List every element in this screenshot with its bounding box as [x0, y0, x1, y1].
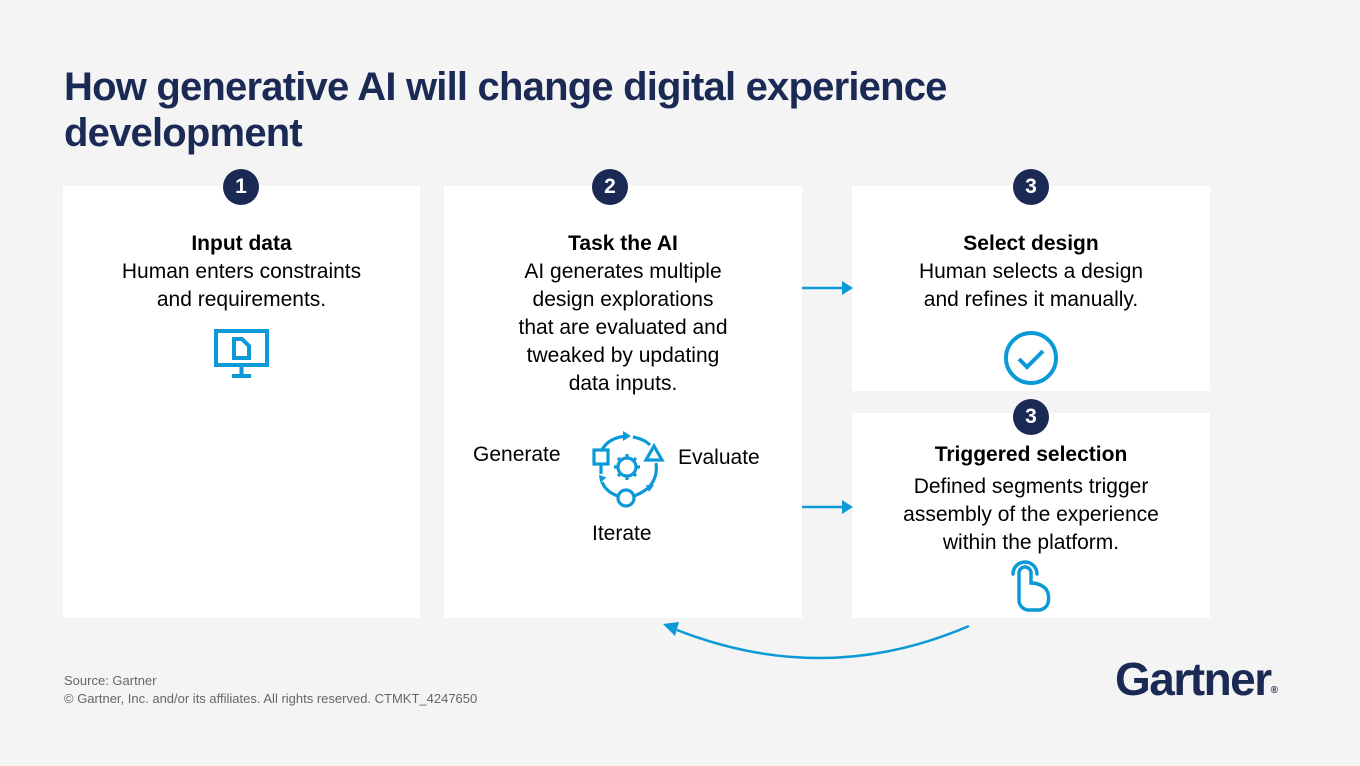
step-3b-desc-line: Defined segments trigger [913, 475, 1149, 498]
logo-text: Gartner [1115, 653, 1272, 705]
step-1-card: Input data Human enters constraints and … [63, 186, 420, 618]
copyright-text: © Gartner, Inc. and/or its affiliates. A… [64, 691, 478, 706]
loop-back-arrow-icon [663, 622, 970, 660]
step-3-triggered-selection-card: Triggered selection Defined segments tri… [852, 413, 1210, 618]
step-3b-title: Triggered selection [934, 443, 1128, 466]
source-text: Source: Gartner [64, 673, 157, 688]
gartner-logo: Gartner® [1115, 652, 1278, 706]
footer: Source: Gartner © Gartner, Inc. and/or i… [64, 672, 477, 708]
step-3a-desc-line: and refines it manually. [923, 288, 1139, 311]
step-2-desc-line: AI generates multiple [524, 260, 722, 283]
step-2-desc-line: data inputs. [568, 372, 678, 395]
step-1-badge: 1 [223, 169, 259, 205]
step-1-desc-line: Human enters constraints [121, 260, 362, 283]
step-3a-title: Select design [963, 232, 1099, 255]
cycle-label-evaluate: Evaluate [678, 446, 760, 469]
step-2-desc-line: that are evaluated and [518, 316, 728, 339]
step-2-card: Task the AI AI generates multiple design… [444, 186, 802, 618]
monitor-document-icon [214, 329, 269, 378]
cycle-label-generate: Generate [473, 443, 561, 466]
arrow-right-icon [802, 500, 853, 514]
cycle-label-iterate: Iterate [592, 522, 652, 545]
step-1-desc-line: and requirements. [156, 288, 327, 311]
step-2-title: Task the AI [568, 232, 678, 255]
step-3-select-design-card: Select design Human selects a design and… [852, 186, 1210, 391]
step-2-desc-line: design explorations [532, 288, 714, 311]
step-2-desc-line: tweaked by updating [526, 344, 720, 367]
step-1-title: Input data [191, 232, 292, 255]
step-3a-badge: 3 [1013, 169, 1049, 205]
iteration-cycle-gear-icon [592, 431, 665, 508]
check-circle-icon [1004, 331, 1058, 385]
arrow-right-icon [802, 281, 853, 295]
pointing-hand-icon [1011, 560, 1051, 612]
step-3b-badge: 3 [1013, 399, 1049, 435]
registered-mark: ® [1270, 685, 1279, 696]
step-2-badge: 2 [592, 169, 628, 205]
step-3a-desc-line: Human selects a design [918, 260, 1144, 283]
page-title: How generative AI will change digital ex… [64, 65, 947, 155]
step-3b-desc-line: within the platform. [942, 531, 1120, 554]
step-3b-desc-line: assembly of the experience [903, 503, 1159, 526]
